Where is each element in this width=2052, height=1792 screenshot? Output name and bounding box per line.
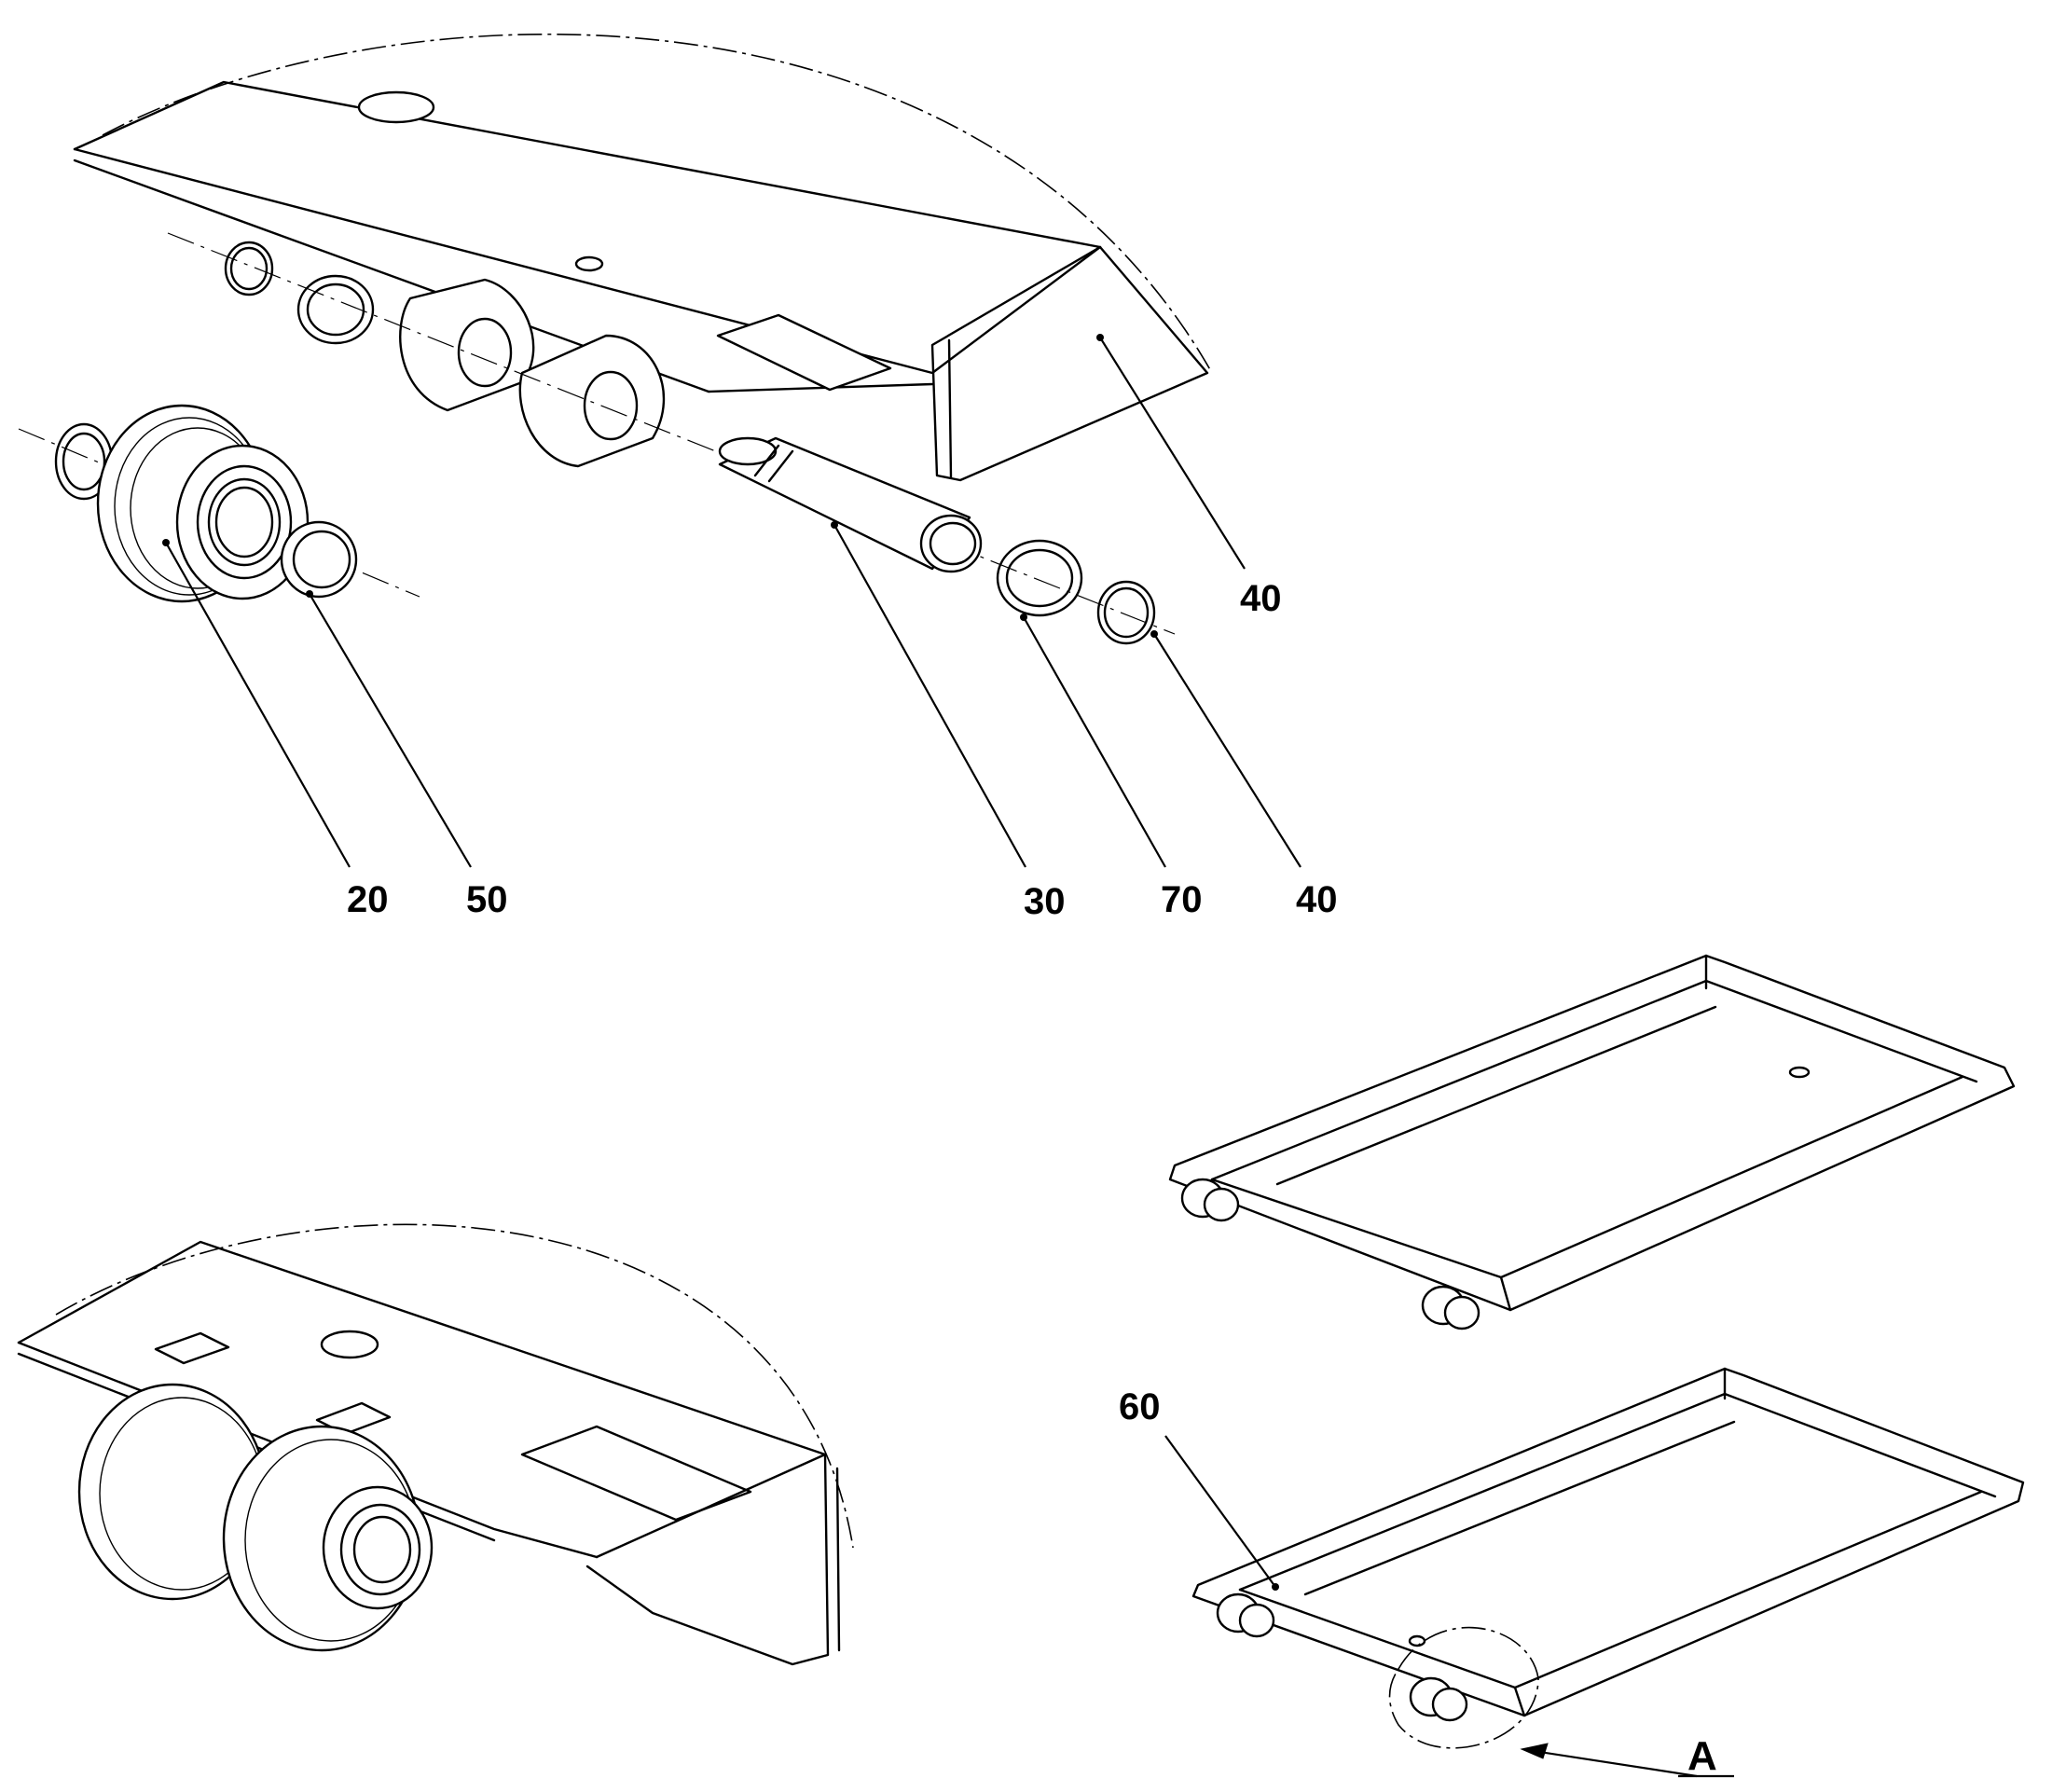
detail-circle-a (1388, 1626, 1539, 1749)
part-label-40-bottom: 40 (1296, 879, 1338, 920)
view-label-a: A (1687, 1733, 1717, 1779)
leader-60 (1164, 1435, 1276, 1588)
part-label-20: 20 (347, 879, 389, 920)
part-label-50: 50 (466, 879, 508, 920)
assembly-axis (167, 232, 1176, 635)
detail-boundary-arc-bottom (55, 1223, 854, 1549)
retaining-ring-upper (224, 241, 274, 296)
detail-assembled-view (17, 1223, 854, 1666)
washer-lower (996, 539, 1083, 617)
fork-plate-top-edge (73, 80, 1102, 249)
part-label-60: 60 (1119, 1386, 1161, 1427)
leader-20 (165, 542, 351, 868)
frame-view-upper (1168, 954, 2016, 1330)
plate-slot (716, 313, 892, 392)
part-label-40-top: 40 (1240, 578, 1282, 619)
leader-70 (1023, 616, 1166, 868)
leader-50 (309, 593, 472, 868)
part-label-30: 30 (1024, 881, 1066, 922)
detail-exploded-view: 40 20 50 30 70 40 (18, 34, 1338, 922)
view-a-arrow (1533, 1749, 1698, 1778)
lug-right-hole (583, 370, 639, 441)
leader-40-bottom (1153, 633, 1301, 868)
part-label-70: 70 (1161, 879, 1203, 920)
lug-left-hole (457, 317, 513, 388)
circlip-lower (1096, 580, 1156, 645)
pin (718, 436, 983, 573)
frame-view-lower (1164, 1367, 2025, 1778)
plate-hole-large (357, 90, 435, 124)
assembled-plate-top-edge (17, 1240, 827, 1456)
plate-hole-small (574, 255, 604, 272)
leader-30 (833, 524, 1026, 868)
detail-boundary-arc-top (102, 34, 1213, 374)
leader-40-top (1099, 337, 1246, 570)
washer-upper (296, 274, 375, 345)
side-flange (930, 245, 1209, 482)
